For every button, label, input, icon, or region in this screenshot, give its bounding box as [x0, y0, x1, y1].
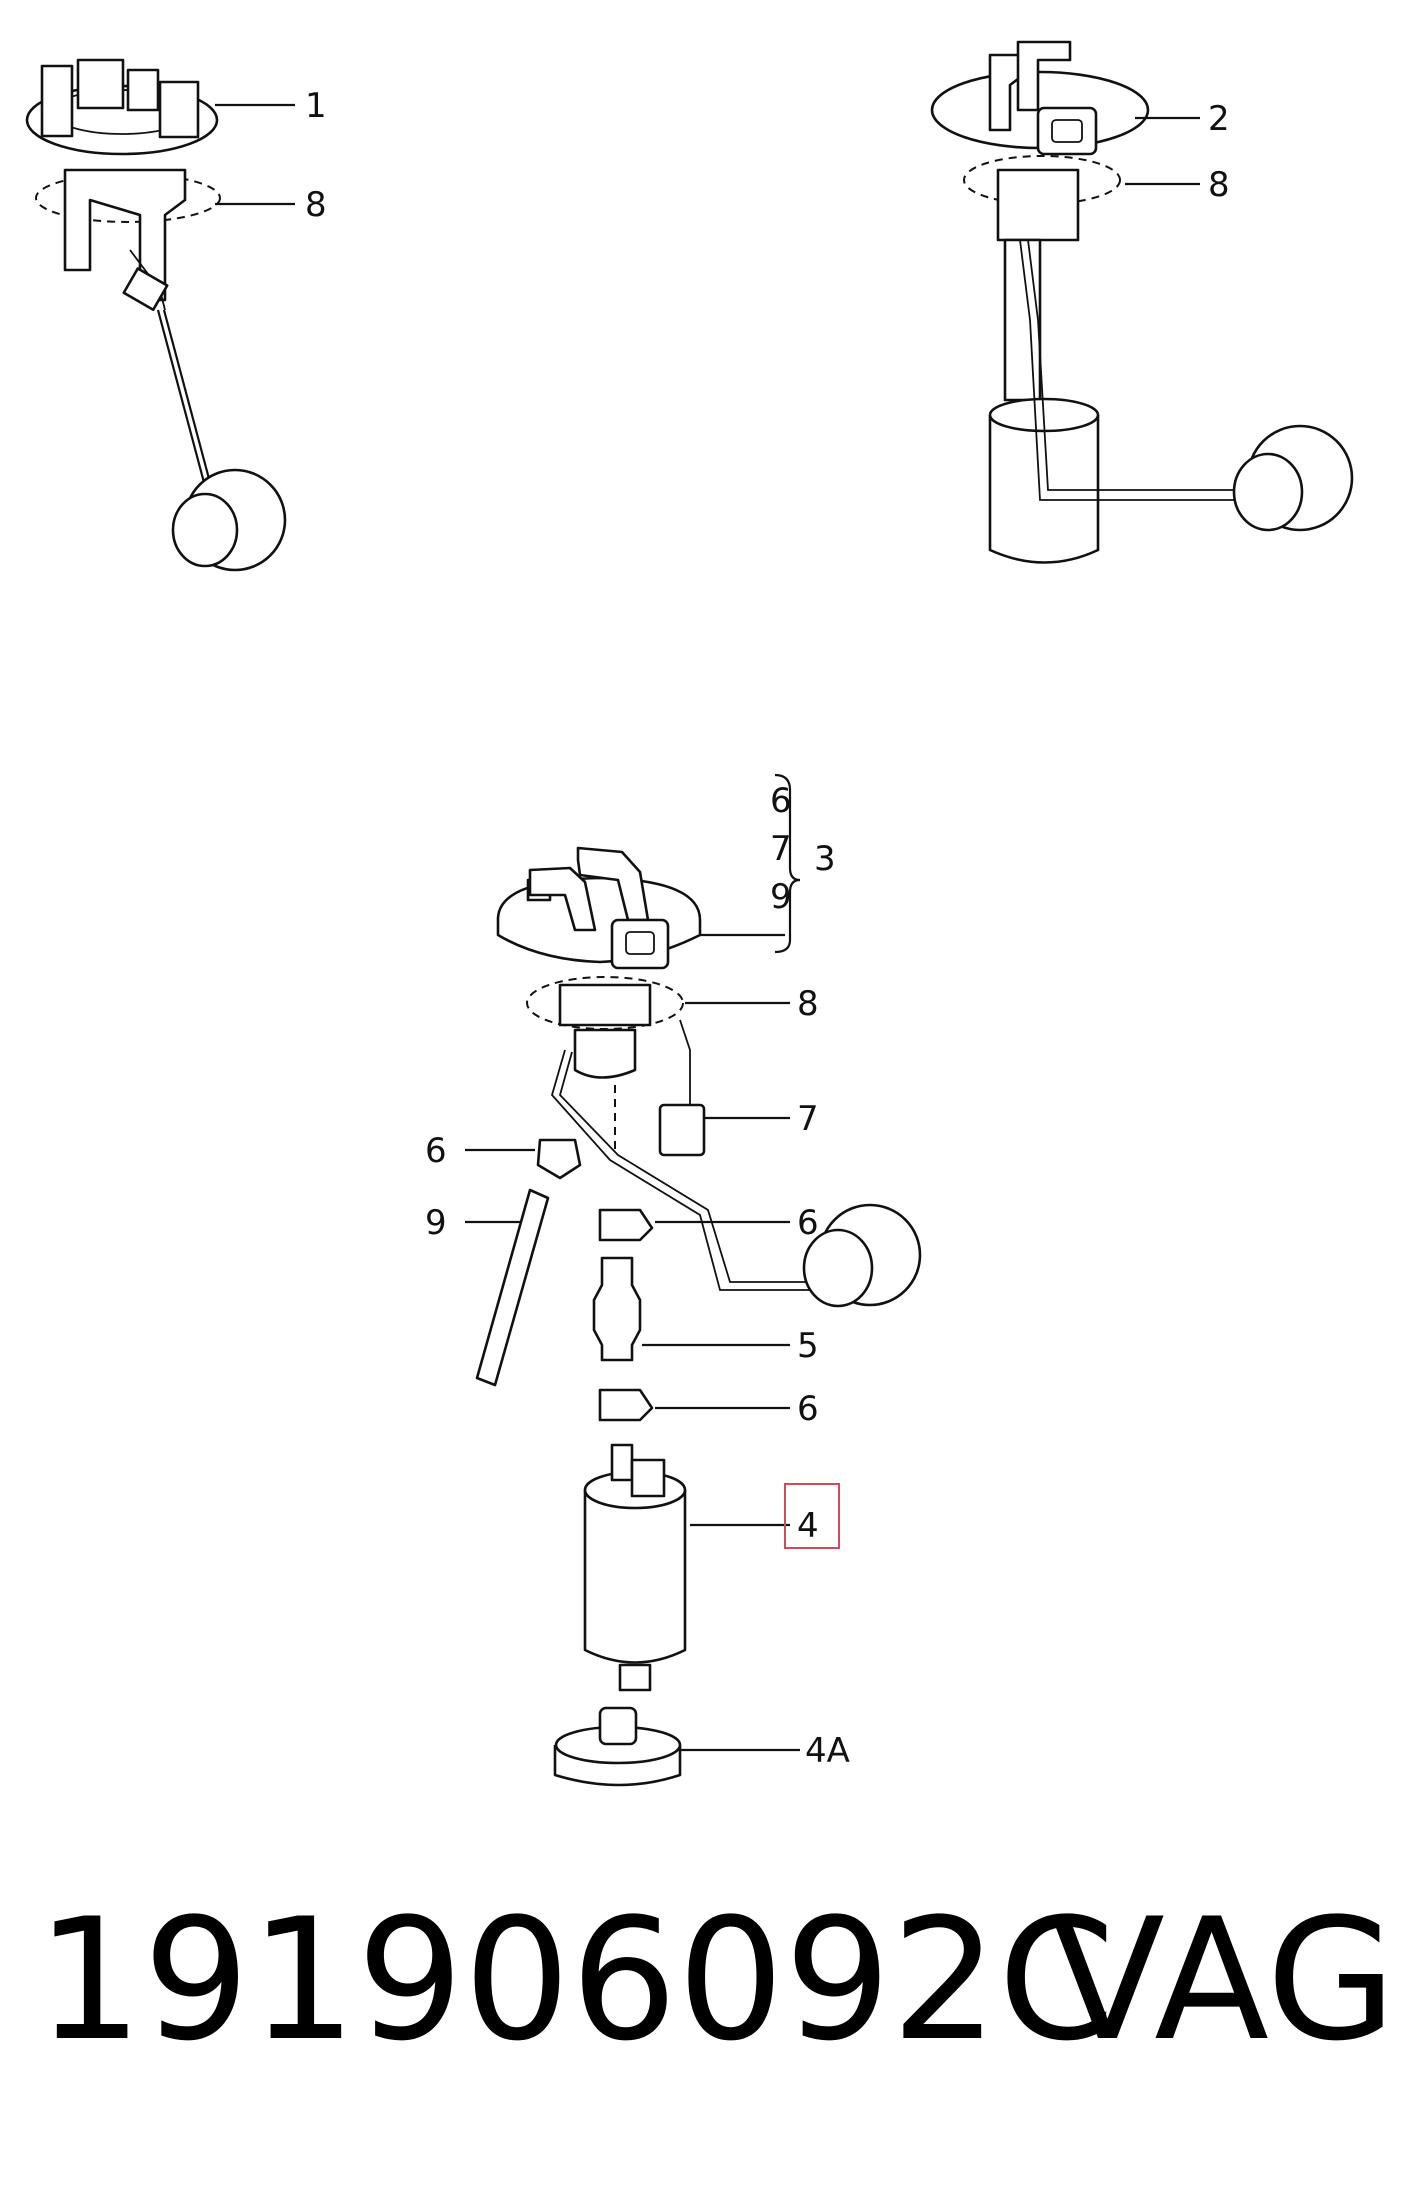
highlighted-part-marker: [784, 1483, 840, 1549]
fuel-pump-assembly: 6 7 9 3 8 7 6: [425, 773, 922, 1787]
label-4: 4: [797, 1506, 819, 1546]
part-number: 191906092C: [36, 1882, 1116, 2078]
brand-name: VAG: [1050, 1882, 1397, 2078]
label-9: 9: [425, 1203, 447, 1243]
label-6-left: 6: [425, 1131, 447, 1171]
fuel-level-sender-1: 1 8: [25, 58, 327, 572]
label-1: 1: [305, 86, 327, 126]
bracket-label-6: 6: [770, 781, 792, 821]
bracket-label-3: 3: [814, 839, 836, 879]
fuel-level-sender-2: 2 8: [930, 40, 1354, 564]
bracket-label-7: 7: [770, 829, 792, 869]
label-8-main: 8: [797, 984, 819, 1024]
label-6-upper: 6: [797, 1203, 819, 1243]
label-4a: 4A: [805, 1731, 850, 1771]
label-7: 7: [797, 1099, 819, 1139]
parts-diagram: 1 8 2 8 6 7 9 3: [25, 40, 1354, 1787]
label-5: 5: [797, 1326, 819, 1366]
label-2: 2: [1208, 99, 1230, 139]
label-8: 8: [1208, 165, 1230, 205]
label-6-lower: 6: [797, 1389, 819, 1429]
bracket-label-9: 9: [770, 877, 792, 917]
label-8: 8: [305, 185, 327, 225]
